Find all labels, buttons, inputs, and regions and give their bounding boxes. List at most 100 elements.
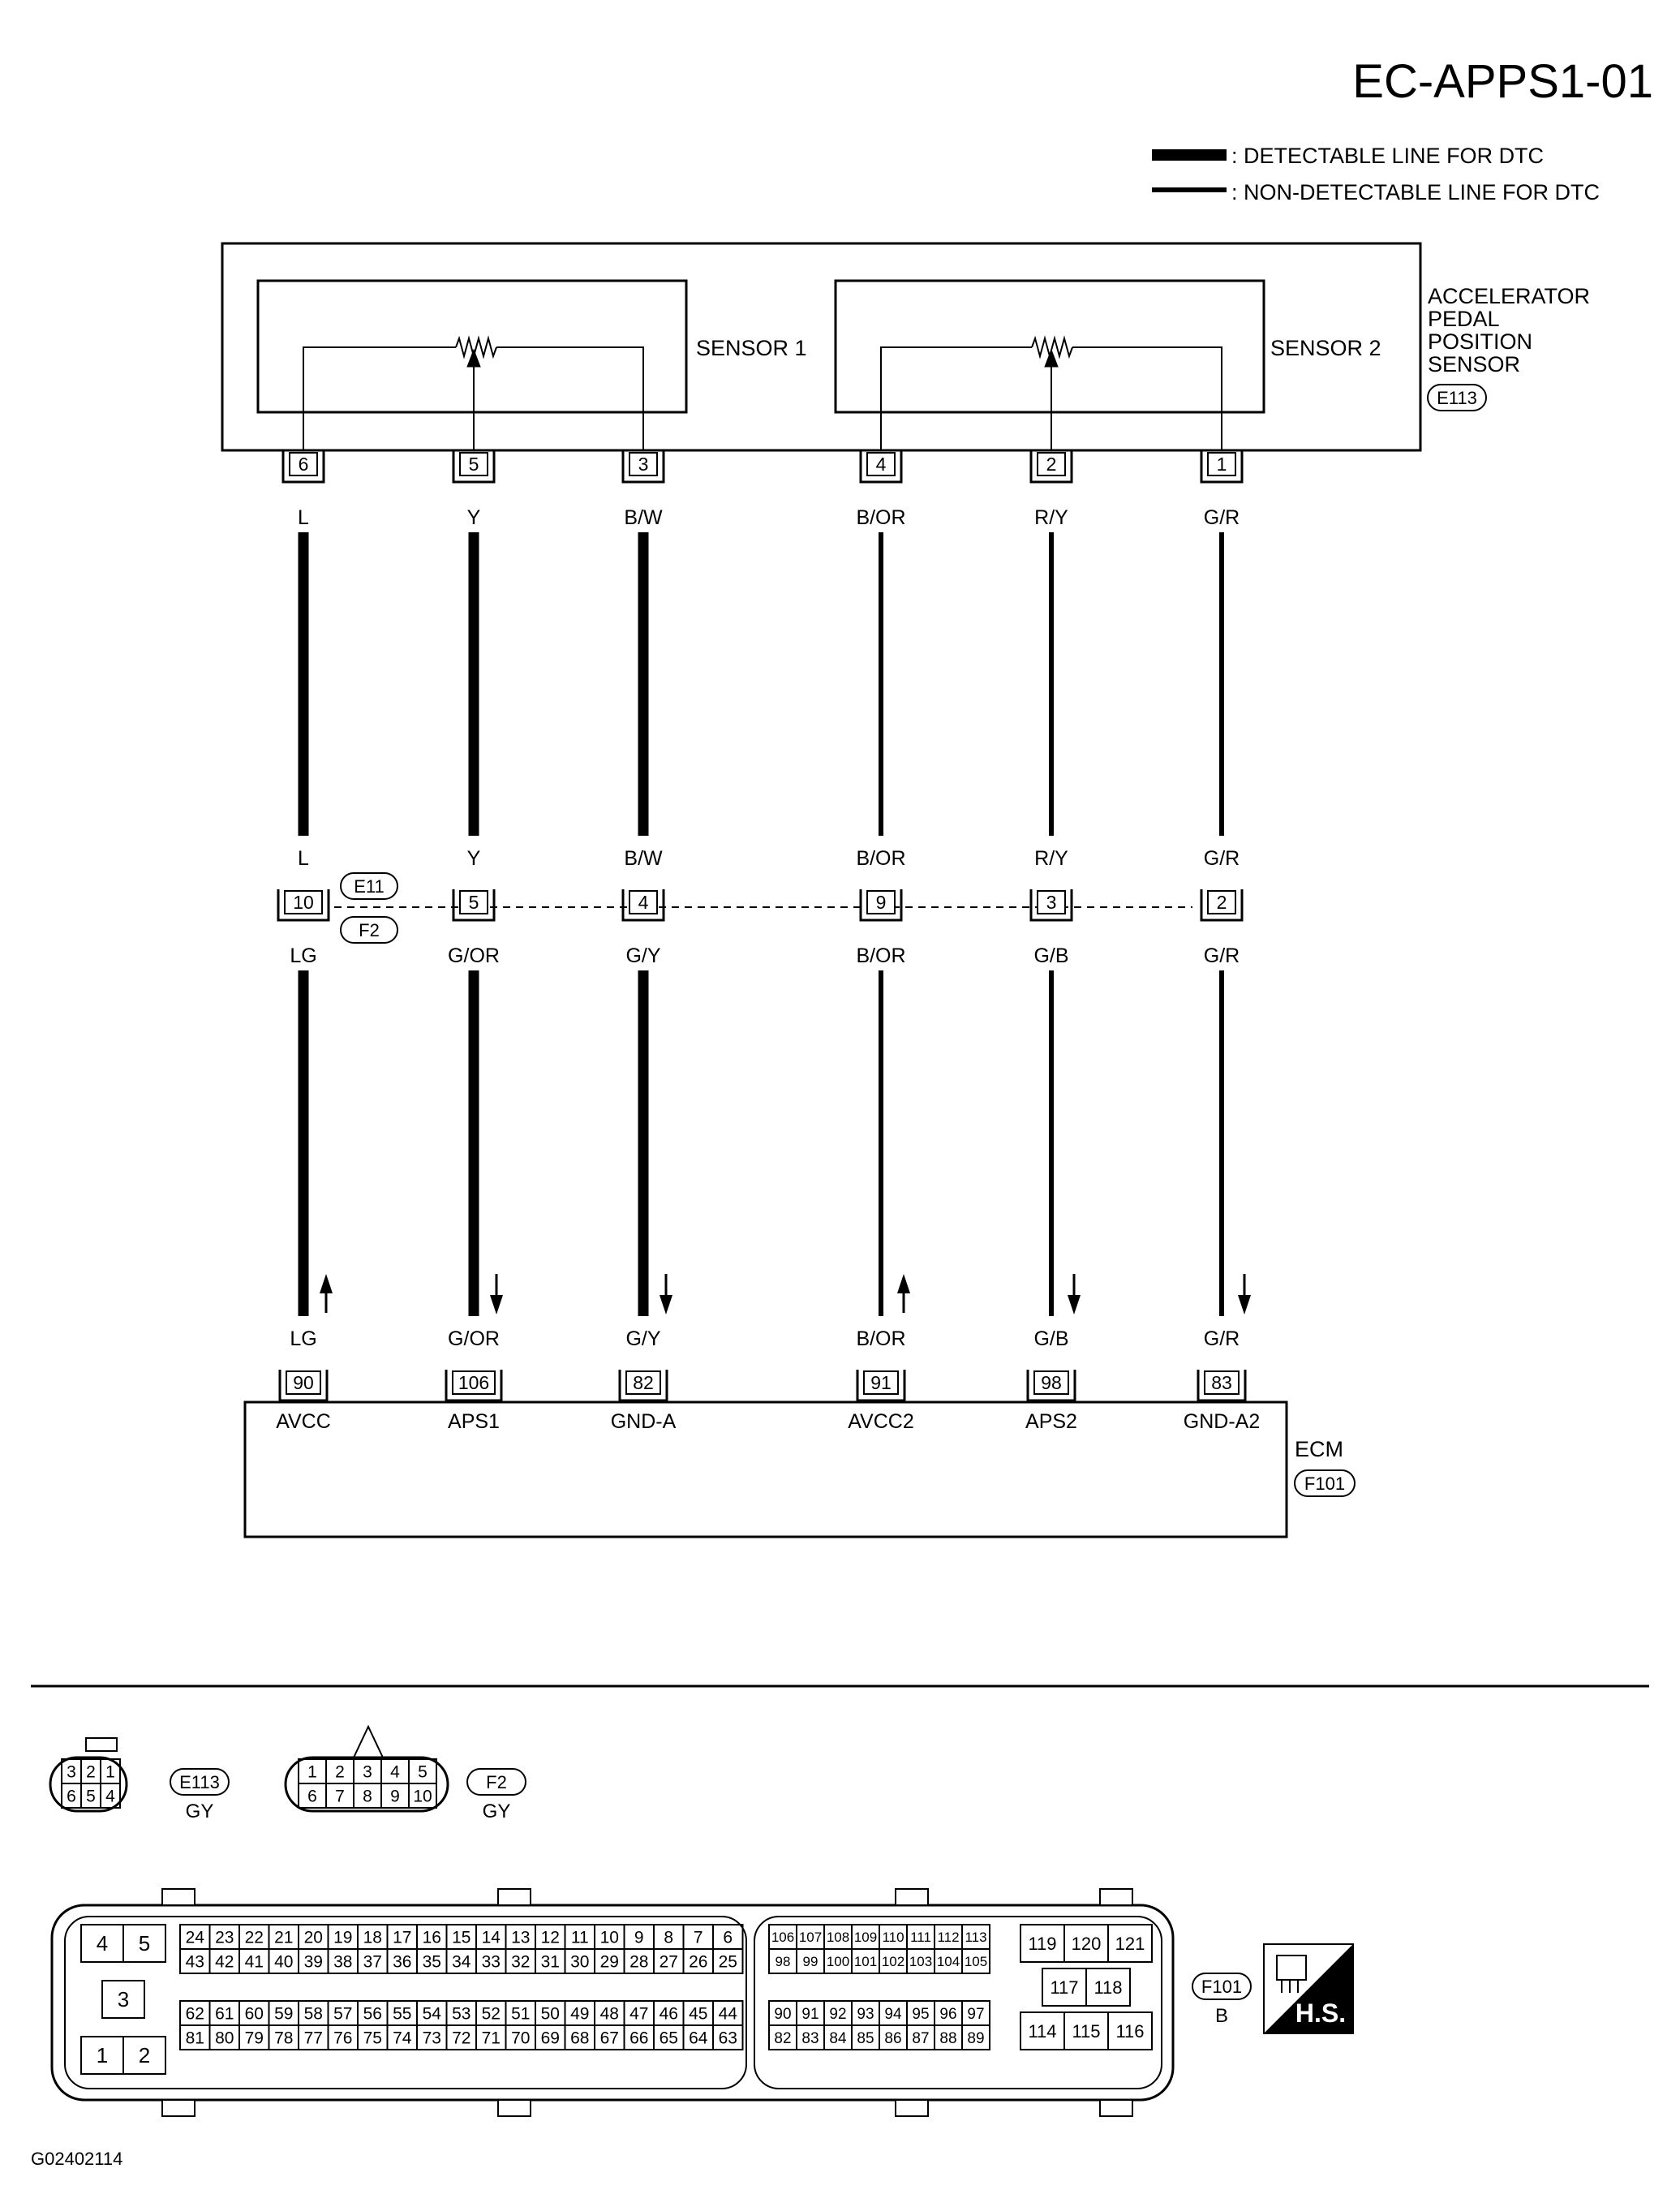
wire-1-joint-color-bottom: LG (290, 944, 316, 967)
joint-upper-id: E11 (354, 876, 385, 897)
wire-3-ecm-pin: 82 (618, 1370, 668, 1402)
wire-1-joint-pin: 10 (277, 889, 330, 922)
f101-block2-row4-pin-67: 67 (600, 2029, 619, 2048)
f101-block3-row1-pin-112: 112 (937, 1930, 959, 1945)
legend-thick-line (1152, 149, 1227, 161)
wire-1-joint-color-top: L (298, 847, 309, 870)
f101-latch-bottom-3 (895, 2099, 929, 2117)
wire-3-terminal: GND-A (611, 1410, 677, 1433)
f101-block2-row4-pin-79: 79 (245, 2029, 264, 2048)
f101-block2-row2-pin-36: 36 (393, 1953, 411, 1972)
sensor-name-line-3: POSITION (1428, 329, 1532, 354)
e113-bottom-cell (100, 1783, 121, 1809)
wire-6-joint-color-top: G/R (1204, 847, 1240, 870)
f2-bottom-pin-9: 9 (390, 1788, 400, 1806)
f101-block3-row2-pin-98: 98 (776, 1954, 791, 1969)
wire-1-arrow-head (320, 1274, 333, 1293)
sensor-1-return (496, 346, 644, 450)
f101-block3-row1-pin-107: 107 (799, 1930, 822, 1945)
f101-pin-5: 5 (139, 1931, 150, 1956)
f101-block2-row2-pin-28: 28 (629, 1953, 648, 1972)
f101-latch-top-3 (895, 1888, 929, 1906)
f101-block3-row4-pin-86: 86 (884, 2030, 901, 2047)
f101-block3-row2-pin-101: 101 (854, 1954, 877, 1969)
e113-top-pin-3: 3 (67, 1763, 76, 1782)
f101-block2-row2-pin-40: 40 (274, 1953, 293, 1972)
f2-top-pin-1: 1 (307, 1763, 317, 1782)
wire-1-joint-pin-box (284, 890, 323, 914)
e113-id: E113 (179, 1772, 220, 1792)
f101-block2-row3-pin-57: 57 (333, 2005, 352, 2024)
ecm-connector-id: F101 (1304, 1474, 1345, 1494)
sensor-connector-id: E113 (1437, 388, 1477, 408)
joint-lower-id: F2 (359, 920, 380, 940)
f101-block4-mid-cell (1085, 1968, 1131, 2007)
f101-block3-row2-cell (961, 1948, 990, 1974)
f101-block2-row3-pin-50: 50 (541, 2005, 560, 2024)
f101-block2-row4-pin-74: 74 (393, 2029, 412, 2048)
f101-block2-row4-pin-76: 76 (333, 2029, 352, 2048)
sensor-housing (221, 242, 1422, 452)
f101-block3-row4-pin-85: 85 (857, 2030, 874, 2047)
f101-block2-row3-pin-46: 46 (660, 2005, 678, 2024)
f101-inner-right (754, 1916, 1162, 2089)
f2-outline (284, 1756, 449, 1813)
f2-bottom-pin-10: 10 (413, 1788, 432, 1806)
legend-thin-line (1152, 187, 1227, 192)
f101-block2-row2-pin-32: 32 (511, 1953, 530, 1972)
wire-6-ecm-pin-bracket (1197, 1370, 1247, 1402)
f101-block2-row3-pin-61: 61 (215, 2005, 234, 2024)
wire-6-joint-color-bottom: G/R (1204, 944, 1240, 967)
wire-3-sensor-pin-bracket (621, 451, 665, 484)
wire-3-ecm-pin-bracket (618, 1370, 668, 1402)
e113-key (85, 1737, 118, 1752)
wire-3-ecm-color: G/Y (625, 1327, 660, 1350)
f101-block3-row4-pin-89: 89 (967, 2030, 984, 2047)
sensor-2-wiper-arrow (1044, 348, 1059, 368)
wire-4-sensor-pin-bracket (859, 451, 903, 484)
wire-4-sensor-pin-box (866, 452, 896, 476)
wire-4-terminal: AVCC2 (848, 1410, 914, 1433)
f101-pin-1: 1 (97, 2043, 108, 2067)
f101-block2-row4-pin-75: 75 (363, 2029, 382, 2048)
f101-block3-row4-pin-83: 83 (801, 2030, 819, 2047)
f101-block4-mid-pin-117: 117 (1050, 1977, 1078, 1998)
f101-block4-bottom-pin-115: 115 (1072, 2021, 1100, 2042)
wire-6-arrow-head (1238, 1295, 1251, 1314)
wire-6-color-top: G/R (1204, 506, 1240, 529)
wire-5-joint-pin-number: 3 (1046, 892, 1057, 913)
f101-block3-row2-pin-102: 102 (882, 1954, 904, 1969)
f101-block3-row3-pin-95: 95 (912, 2006, 929, 2023)
f101-latch-top-4 (1099, 1888, 1133, 1906)
ecm-name: ECM (1295, 1437, 1343, 1461)
wire-1-sensor-pin-number: 6 (299, 454, 309, 475)
e113-badge (170, 1768, 230, 1796)
f101-pin-2: 2 (139, 2043, 150, 2067)
f101-block2-row1-pin-8: 8 (664, 1929, 673, 1947)
wire-4-ecm-pin-number: 91 (870, 1372, 892, 1393)
f101-block2-row4-pin-73: 73 (423, 2029, 441, 2048)
accelerator-pedal-position-sensor (221, 242, 1422, 452)
wire-5-arrow-head (1068, 1295, 1081, 1314)
wire-1-terminal: AVCC (276, 1410, 331, 1433)
f2-bottom-cell (408, 1783, 437, 1809)
f101-block2-row4-pin-68: 68 (570, 2029, 589, 2048)
joint-upper-badge (340, 872, 398, 900)
f101-block2-row1-pin-19: 19 (333, 1929, 352, 1947)
f101-block2-row4-pin-63: 63 (719, 2029, 737, 2048)
f101-block3-row4-pin-88: 88 (939, 2030, 956, 2047)
f101-block2-row1-pin-14: 14 (482, 1929, 501, 1947)
wire-5-sensor-pin-box (1037, 452, 1066, 476)
f101-outer (50, 1904, 1175, 2102)
wire-6-joint-pin-box (1207, 890, 1236, 914)
wire-4-joint-color-top: B/OR (856, 847, 905, 870)
f101-block2-row1-pin-24: 24 (186, 1929, 205, 1947)
wire-1-ecm-color: LG (290, 1327, 316, 1350)
f101-block2-row4-pin-65: 65 (660, 2029, 678, 2048)
f101-block4-top-pin-119: 119 (1028, 1934, 1056, 1954)
f101-latch-top-2 (497, 1888, 531, 1906)
wire-2-joint-pin: 5 (452, 889, 496, 922)
wire-3-ecm-pin-number: 82 (633, 1372, 654, 1393)
wire-3-joint-color-top: B/W (624, 847, 663, 870)
